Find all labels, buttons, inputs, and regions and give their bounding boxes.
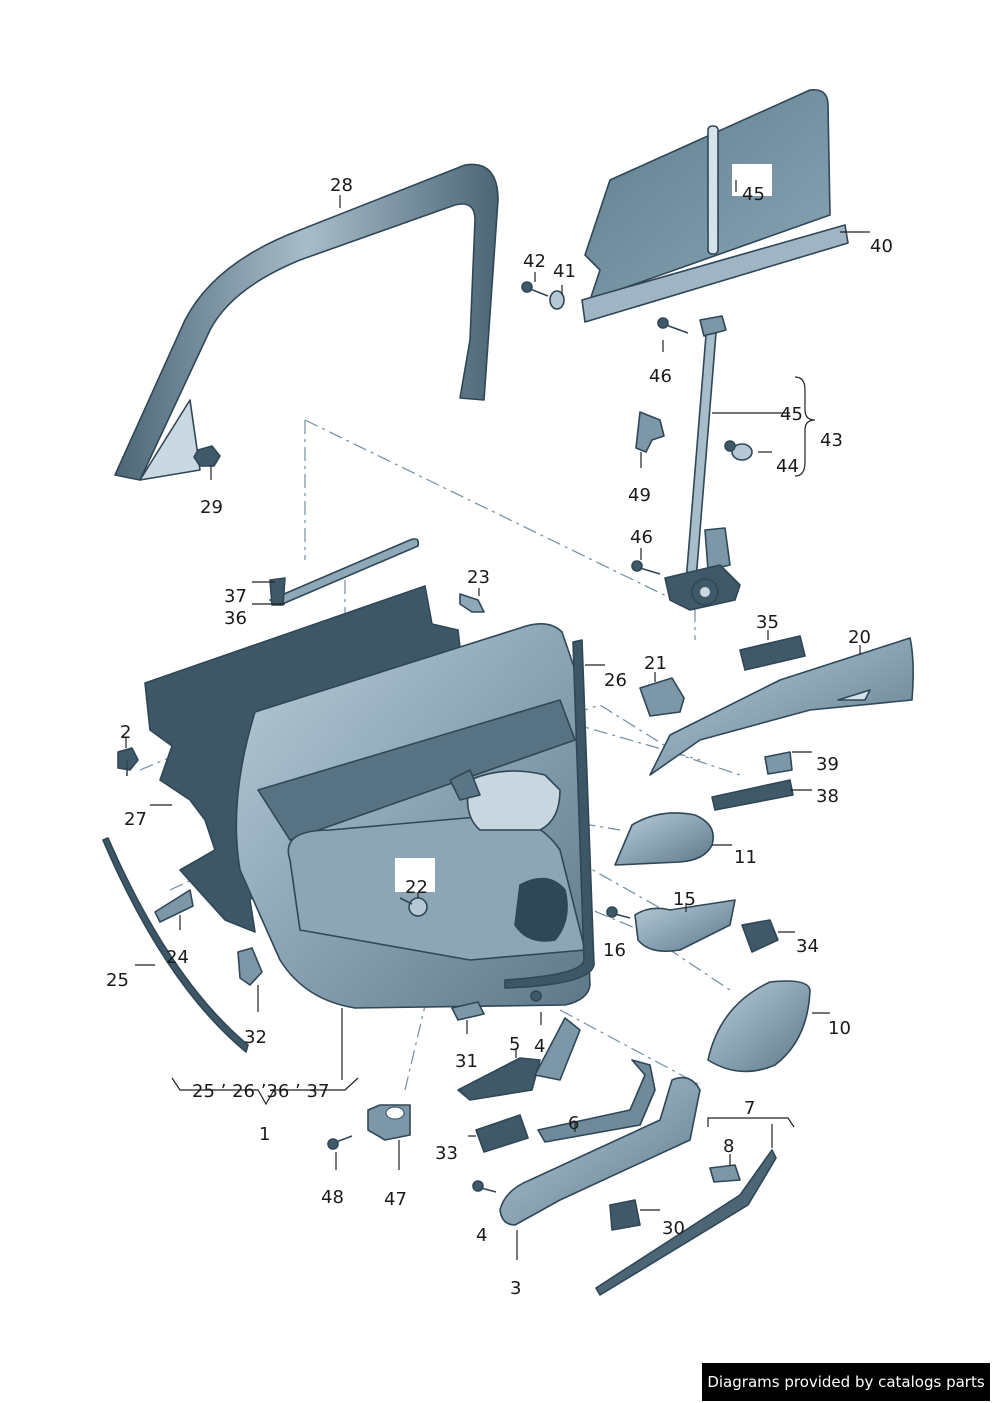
label-45-top: 45 [742,184,765,205]
switch-33 [475,1114,529,1153]
trim-4 [534,1017,581,1081]
window-glass-40 [581,88,849,323]
label-49: 49 [628,485,651,506]
label-48: 48 [321,1187,344,1208]
label-45-mid: 45 [780,404,803,425]
bracket-49 [635,411,665,453]
label-15: 15 [673,889,696,910]
cover-10 [707,980,811,1073]
label-24: 24 [166,947,189,968]
label-21: 21 [644,653,667,674]
label-46-upper: 46 [649,366,672,387]
label-33: 33 [435,1143,458,1164]
trim-6 [537,1059,656,1143]
strip-7 [595,1149,777,1296]
label-23: 23 [467,567,490,588]
bolt-46-upper [657,317,689,334]
label-2: 2 [120,722,131,743]
cover-11 [614,812,714,866]
label-5: 5 [509,1034,520,1055]
label-28: 28 [330,175,353,196]
label-44: 44 [776,456,799,477]
clip-8 [709,1164,741,1183]
label-39: 39 [816,754,839,775]
seal-26 [504,639,595,989]
label-47: 47 [384,1189,407,1210]
armrest-3 [499,1076,701,1226]
window-regulator-43 [664,315,741,611]
label-group: 25 ’ 26 ’36 ’ 37 [192,1081,329,1102]
clip-31 [451,1001,485,1021]
screw-4-lower [472,1180,497,1193]
label-41: 41 [553,261,576,282]
label-36: 36 [224,608,247,629]
bolt-23 [459,593,485,613]
clip-44 [724,440,753,461]
callout-labels: 28 29 42 41 45 40 46 45 43 44 49 46 23 3… [106,175,893,1299]
nut-29 [193,445,221,467]
label-42: 42 [523,251,546,272]
label-4-upper: 4 [534,1036,545,1057]
trim-strip-36-37 [269,538,420,606]
cover-21 [639,677,685,717]
washer-41 [549,290,565,310]
credit-text: Diagrams provided by catalogs parts [707,1373,985,1391]
label-25: 25 [106,970,129,991]
door-trim-panel-1 [235,623,591,1009]
label-11: 11 [734,847,757,868]
credit-banner: Diagrams provided by catalogs parts [702,1363,990,1401]
edge-strip-25 [102,837,249,1053]
bracket-35 [739,635,806,671]
label-31: 31 [455,1051,478,1072]
trim-20 [649,637,914,776]
bolt-46-lower [631,560,661,575]
label-20: 20 [848,627,871,648]
label-43: 43 [820,430,843,451]
clip-30 [609,1199,641,1231]
label-22: 22 [405,877,428,898]
label-30: 30 [662,1218,685,1239]
label-35: 35 [756,612,779,633]
bracket-47 [367,1104,411,1141]
label-29: 29 [200,497,223,518]
door-handle-15 [634,899,736,953]
screw-16 [606,906,631,919]
label-6: 6 [568,1113,579,1134]
screw-2 [117,747,139,776]
label-38: 38 [816,786,839,807]
label-27: 27 [124,809,147,830]
label-4-lower: 4 [476,1225,487,1246]
switch-34 [741,919,779,953]
bolt-42 [521,281,549,297]
label-1: 1 [259,1124,270,1145]
label-16: 16 [603,940,626,961]
label-8: 8 [723,1136,734,1157]
label-26: 26 [604,670,627,691]
switch-38-39 [711,751,794,811]
door-frame-seal-28 [114,163,499,481]
label-10: 10 [828,1018,851,1039]
leader-lines [125,180,870,1260]
label-32: 32 [244,1027,267,1048]
label-7: 7 [744,1098,755,1119]
clip-24 [154,889,194,923]
clip-32 [237,947,263,986]
screw-4-upper [530,990,542,1002]
label-37: 37 [224,586,247,607]
label-34: 34 [796,936,819,957]
screw-48 [327,1135,353,1150]
label-46-lower: 46 [630,527,653,548]
label-3: 3 [510,1278,521,1299]
label-40: 40 [870,236,893,257]
